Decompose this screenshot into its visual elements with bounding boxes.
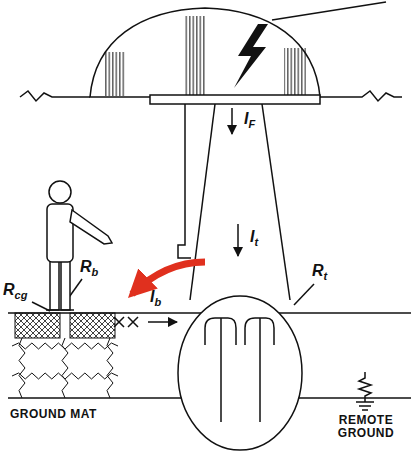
resistance-label: Rb	[80, 258, 98, 276]
remote-ground-symbol	[359, 372, 371, 402]
ground-surface	[320, 91, 402, 101]
person-torso	[47, 204, 73, 262]
remote-ground-symbol	[356, 402, 374, 410]
resistance-zigzag	[19, 338, 25, 398]
current-label: It	[250, 228, 258, 246]
person-head	[49, 181, 71, 203]
symbol-subscript: b	[92, 266, 99, 278]
current-label: Ib	[150, 288, 161, 306]
person-arm	[70, 210, 112, 244]
ground-mat	[15, 313, 60, 338]
ground-surface	[20, 91, 90, 101]
body-current-arrow	[132, 262, 205, 294]
electrode-region	[178, 296, 302, 450]
symbol-letter: I	[150, 288, 154, 305]
symbol-letter: R	[80, 258, 92, 275]
cooling-fins	[184, 16, 206, 96]
lightning-bolt	[234, 24, 268, 88]
resistance-label: Rt	[312, 262, 327, 280]
cross-marks	[114, 317, 138, 327]
resistance-zigzag	[12, 373, 118, 379]
current-arrow	[148, 321, 177, 323]
symbol-letter: R	[312, 262, 324, 279]
person-leg	[50, 260, 59, 310]
symbol-letter: R	[3, 281, 15, 298]
region-label: REMOTE GROUND	[333, 414, 399, 440]
fault-path	[262, 104, 290, 300]
current-arrow	[237, 224, 239, 256]
symbol-subscript: cg	[15, 289, 28, 301]
ground-mat	[70, 313, 115, 338]
person-foot	[46, 309, 74, 311]
current-arrow	[231, 108, 233, 134]
ground-electrode	[205, 318, 274, 422]
resistance-zigzag	[12, 343, 118, 349]
symbol-subscript: t	[324, 270, 328, 282]
fault-path	[190, 104, 215, 300]
current-label: IF	[244, 110, 255, 128]
resistance-zigzag	[107, 338, 113, 398]
symbol-subscript: t	[254, 236, 258, 248]
leader-line	[294, 284, 314, 305]
symbol-letter: I	[250, 228, 254, 245]
cooling-fins	[104, 52, 126, 96]
symbol-subscript: b	[154, 296, 161, 308]
person-leg	[61, 260, 70, 310]
overhead-conductor	[272, 2, 386, 20]
region-label: GROUND MAT	[10, 408, 97, 421]
ground-wire	[178, 104, 191, 258]
symbol-letter: I	[244, 110, 248, 127]
equipment-dome	[90, 8, 320, 97]
resistance-label: Rcg	[3, 281, 27, 299]
cooling-fins	[284, 48, 306, 96]
equipment-pad	[150, 95, 320, 104]
symbol-subscript: F	[248, 118, 255, 130]
